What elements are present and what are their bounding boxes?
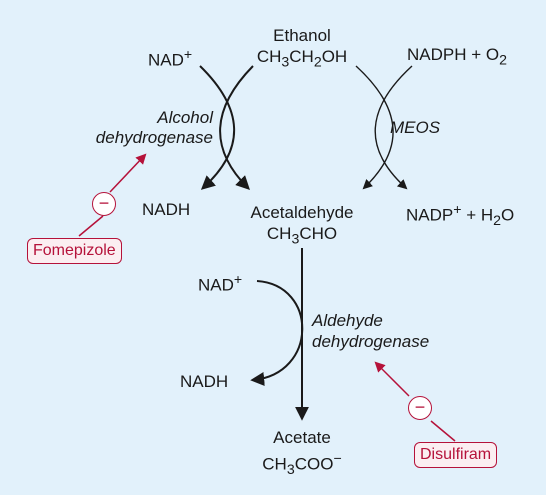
meos-nadph-label: NADPH + O2 <box>407 45 507 69</box>
ethanol-formula: CH3CH2OH <box>256 47 348 71</box>
adh-enzyme-line1: Alcohol <box>157 108 213 127</box>
disulfiram-inhibition-icon: − <box>408 396 432 420</box>
aldh-nad-label: NAD+ <box>198 272 243 295</box>
ethanol-name: Ethanol <box>273 26 331 45</box>
adh-nad-label: NAD+ <box>148 47 193 70</box>
fomepizole-inhibition-arrow <box>109 153 147 193</box>
acetate-name: Acetate <box>273 428 331 447</box>
meos-nadph-to-nadp-arrow <box>374 65 413 190</box>
fomepizole-connector <box>78 215 104 237</box>
fomepizole-badge: Fomepizole <box>27 238 122 264</box>
acetaldehyde-name: Acetaldehyde <box>250 203 354 222</box>
aldh-enzyme-line1: Aldehyde <box>312 311 383 330</box>
disulfiram-connector <box>430 420 456 442</box>
aldh-enzyme-line2: dehydrogenase <box>312 332 430 351</box>
meos-ethanol-to-acetaldehyde-arrow <box>355 65 394 190</box>
aldh-nadh-label: NADH <box>180 372 229 391</box>
disulfiram-badge: Disulfiram <box>414 442 498 468</box>
meos-enzyme-label: MEOS <box>390 118 441 137</box>
meos-nadp-label: NADP+ + H2O <box>406 202 515 230</box>
adh-ethanol-to-acetaldehyde-arrow <box>219 65 254 190</box>
acetate-formula: CH3COO− <box>262 451 342 479</box>
adh-nad-to-nadh-arrow <box>199 65 236 190</box>
adh-enzyme-line2: dehydrogenase <box>95 128 213 147</box>
adh-nadh-label: NADH <box>142 200 191 219</box>
acetaldehyde-formula: CH3CHO <box>266 224 338 248</box>
aldh-nad-to-nadh-arrow <box>250 280 304 386</box>
disulfiram-inhibition-arrow <box>374 361 410 397</box>
fomepizole-inhibition-icon: − <box>92 192 116 216</box>
